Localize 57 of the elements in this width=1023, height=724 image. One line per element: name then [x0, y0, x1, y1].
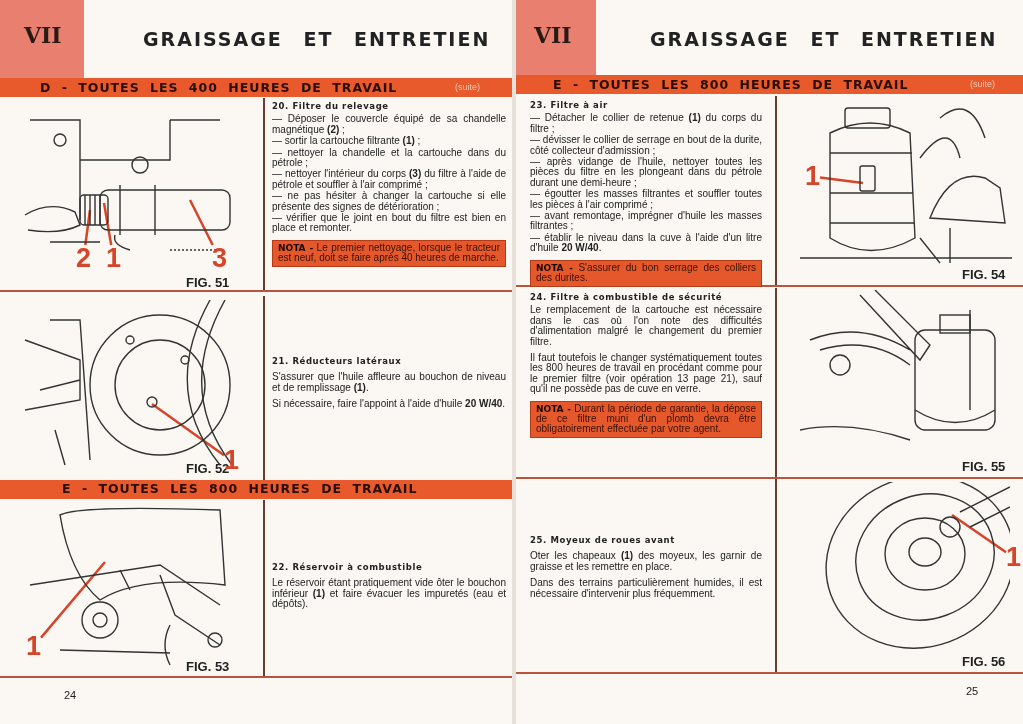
instruction-text: Oter les chapeaux (1) des moyeux, les garnir de graisse et les remettre en place.: [530, 551, 762, 573]
section-heading: E - TOUTES LES 800 HEURES DE TRAVAIL: [553, 79, 909, 92]
instruction-text: Si nécessaire, faire l'appoint à l'aide d'huile 20 W/40.: [272, 399, 506, 410]
section-heading: E - TOUTES LES 800 HEURES DE TRAVAIL: [62, 483, 418, 496]
leader-line: [188, 199, 214, 246]
instruction-text: — Déposer le couvercle équipé de sa chandelle magnétique (2) ;: [272, 114, 506, 136]
instruction-text: — après vidange de l'huile, nettoyer toutes les pièces du filtre en les plongeant dans du pétrole durant une demi-heure ;: [530, 157, 762, 189]
instruction-text: — dévisser le collier de serrage en bout de la durite, côté collecteur d'admission ;: [530, 135, 762, 157]
note-box: NOTA - Le premier nettoyage, lorsque le tracteur est neuf, doit se faire après 40 heures de marche.: [272, 239, 506, 267]
callout-number: 2: [76, 245, 92, 272]
callout-number: 1: [805, 163, 821, 190]
instruction-text: — sortir la cartouche filtrante (1) ;: [272, 136, 422, 147]
item-heading: 21. Réducteurs latéraux: [272, 356, 403, 367]
continued-note: (suite): [970, 80, 995, 89]
callout-number: 1: [1006, 544, 1022, 571]
instruction-text: Il faut toutefois le changer systématiquement toutes les 800 heures de travail en procédant comme pour le premier filtre (voir opération 13 page 21), sauf qu'il ne possède pas de cuve en verre.: [530, 353, 762, 395]
page-number: 24: [64, 690, 77, 701]
note-box: NOTA - S'assurer du bon serrage des colliers des durites.: [530, 259, 762, 287]
page-number: 25: [966, 686, 979, 697]
chapter-number: VII: [534, 22, 572, 48]
instruction-text: — vérifier que le joint en bout du filtre est bien en place et remonter.: [272, 213, 506, 234]
item-heading: 25. Moyeux de roues avant: [530, 535, 676, 546]
instruction-text: — Détacher le collier de retenue (1) du corps du filtre ;: [530, 113, 762, 135]
instruction-text: Dans des terrains particulièrement humides, il est nécessaire d'intervenir plus fréquemment.: [530, 578, 762, 600]
section-heading: D - TOUTES LES 400 HEURES DE TRAVAIL: [40, 82, 398, 95]
note-box: NOTA - Durant la période de garantie, la dépose de ce filtre muni d'un plomb devra être obligatoirement effectuée par votre agent.: [530, 400, 762, 438]
leader-line: [819, 176, 864, 185]
instruction-text: — nettoyer l'intérieur du corps (3) du filtre à l'aide de pétrole et souffler à l'air comprimé ;: [272, 169, 506, 191]
continued-note: (suite): [455, 83, 480, 92]
figure-caption: FIG. 56: [962, 655, 1006, 668]
instruction-text: — établir le niveau dans la cuve à l'aide d'un litre d'huile 20 W/40.: [530, 232, 762, 254]
page-title: GRAISSAGE ET ENTRETIEN: [143, 28, 491, 50]
callout-number: 1: [106, 245, 122, 272]
chapter-number: VII: [24, 22, 62, 48]
figure-caption: FIG. 54: [962, 268, 1006, 281]
instruction-text: — nettoyer la chandelle et la cartouche dans du pétrole ;: [272, 147, 506, 169]
leader-line: [151, 403, 225, 457]
figure-caption: FIG. 55: [962, 460, 1006, 473]
instruction-text: Le réservoir étant pratiquement vide ôter le bouchon inférieur (1) et faire évacuer les impuretés (eau et dépôts).: [272, 578, 506, 610]
item-heading: 22. Réservoir à combustible: [272, 562, 424, 573]
page-title: GRAISSAGE ET ENTRETIEN: [650, 28, 998, 50]
figure-caption: FIG. 53: [186, 660, 230, 673]
leader-line: [102, 202, 113, 246]
figure-caption: FIG. 51: [186, 276, 230, 289]
instruction-text: — avant remontage, imprégner d'huile les masses filtrantes ;: [530, 211, 762, 232]
callout-number: 3: [212, 245, 228, 272]
item-heading: 23. Filtre à air: [530, 100, 609, 111]
instruction-text: Le remplacement de la cartouche est nécessaire dans le cas où l'on note des difficultés d'alimentation malgré le changement du premier filtre.: [530, 305, 762, 348]
item-heading: 20. Filtre du relevage: [272, 101, 390, 112]
instruction-text: — égoutter les masses filtrantes et souffler toutes les pièces à l'air comprimé ;: [530, 189, 762, 211]
instruction-text: — ne pas hésiter à changer la cartouche si elle présente des signes de détérioration ;: [272, 191, 506, 213]
leader-line: [40, 561, 106, 639]
item-heading: 24. Filtre à combustible de sécurité: [530, 292, 724, 303]
leader-line: [84, 209, 92, 246]
instruction-text: S'assurer que l'huile affleure au bouchon de niveau et de remplissage (1).: [272, 372, 506, 394]
leader-line: [951, 513, 1007, 554]
callout-number: 1: [26, 633, 42, 660]
